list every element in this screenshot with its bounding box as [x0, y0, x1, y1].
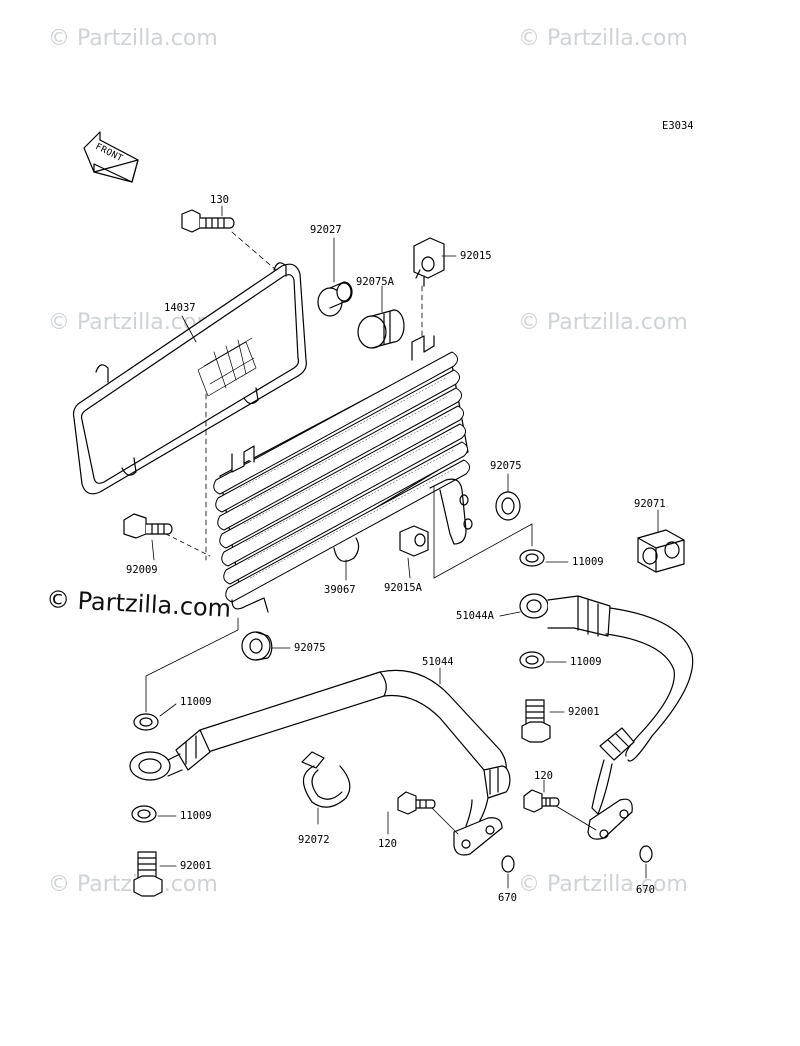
- front-arrow-icon: [83, 131, 139, 183]
- grommet-92027: [317, 281, 353, 317]
- part-callout-51044[interactable]: 51044: [422, 656, 454, 668]
- watermark: © Partzilla.com: [48, 26, 218, 51]
- hose-clamp-92072: [301, 751, 351, 808]
- diagram-code: E3034: [662, 120, 694, 132]
- part-callout-92075-bottom[interactable]: 92075: [294, 642, 326, 654]
- oil-hose-51044A: [519, 593, 694, 840]
- watermark: © Partzilla.com: [48, 872, 218, 897]
- part-callout-11009-a[interactable]: 11009: [572, 556, 604, 568]
- grommet-92075-bottom: [241, 631, 273, 661]
- banjo-bolt-92001-b: [133, 851, 163, 897]
- washer-11009-c: [519, 651, 545, 669]
- bolt-120-a: [397, 791, 459, 835]
- washer-11009-a: [519, 549, 545, 567]
- part-callout-14037[interactable]: 14037: [164, 302, 196, 314]
- clip-92015: [413, 237, 445, 287]
- part-callout-120-b[interactable]: 120: [378, 838, 397, 850]
- bolt-120-b: [523, 789, 597, 831]
- part-callout-92015[interactable]: 92015: [460, 250, 492, 262]
- part-callout-11009-b[interactable]: 11009: [180, 696, 212, 708]
- watermark: © Partzilla.com: [518, 872, 688, 897]
- washer-11009-b: [133, 713, 159, 731]
- part-callout-11009-c[interactable]: 11009: [570, 656, 602, 668]
- part-callout-92001-a[interactable]: 92001: [568, 706, 600, 718]
- part-callout-92015A[interactable]: 92015A: [384, 582, 422, 594]
- grommet-92075A: [357, 309, 405, 349]
- grommet-92075-top: [495, 491, 521, 521]
- oil-cooler-39067: [213, 335, 473, 613]
- o-ring-670-b: [639, 845, 653, 863]
- part-callout-51044A[interactable]: 51044A: [456, 610, 494, 622]
- part-callout-92075-top[interactable]: 92075: [490, 460, 522, 472]
- part-callout-92027[interactable]: 92027: [310, 224, 342, 236]
- part-callout-670-b[interactable]: 670: [636, 884, 655, 896]
- part-callout-92001-b[interactable]: 92001: [180, 860, 212, 872]
- part-callout-39067[interactable]: 39067: [324, 584, 356, 596]
- clamp-92071: [637, 529, 685, 573]
- part-callout-92072[interactable]: 92072: [298, 834, 330, 846]
- part-callout-120-a[interactable]: 120: [534, 770, 553, 782]
- banjo-bolt-92001-a: [521, 699, 551, 743]
- clip-92015A: [399, 525, 429, 557]
- washer-11009-d: [131, 805, 157, 823]
- part-callout-130[interactable]: 130: [210, 194, 229, 206]
- oil-hose-51044: [129, 669, 511, 856]
- watermark: © Partzilla.com: [518, 26, 688, 51]
- part-callout-670-a[interactable]: 670: [498, 892, 517, 904]
- oil-cooler-screen-14037: [72, 262, 307, 495]
- part-callout-92075A[interactable]: 92075A: [356, 276, 394, 288]
- bolt-92009: [123, 513, 211, 557]
- part-callout-92009[interactable]: 92009: [126, 564, 158, 576]
- watermark: © Partzilla.com: [518, 310, 688, 335]
- part-callout-11009-d[interactable]: 11009: [180, 810, 212, 822]
- bolt-130: [181, 209, 235, 233]
- o-ring-670-a: [501, 855, 515, 873]
- part-callout-92071[interactable]: 92071: [634, 498, 666, 510]
